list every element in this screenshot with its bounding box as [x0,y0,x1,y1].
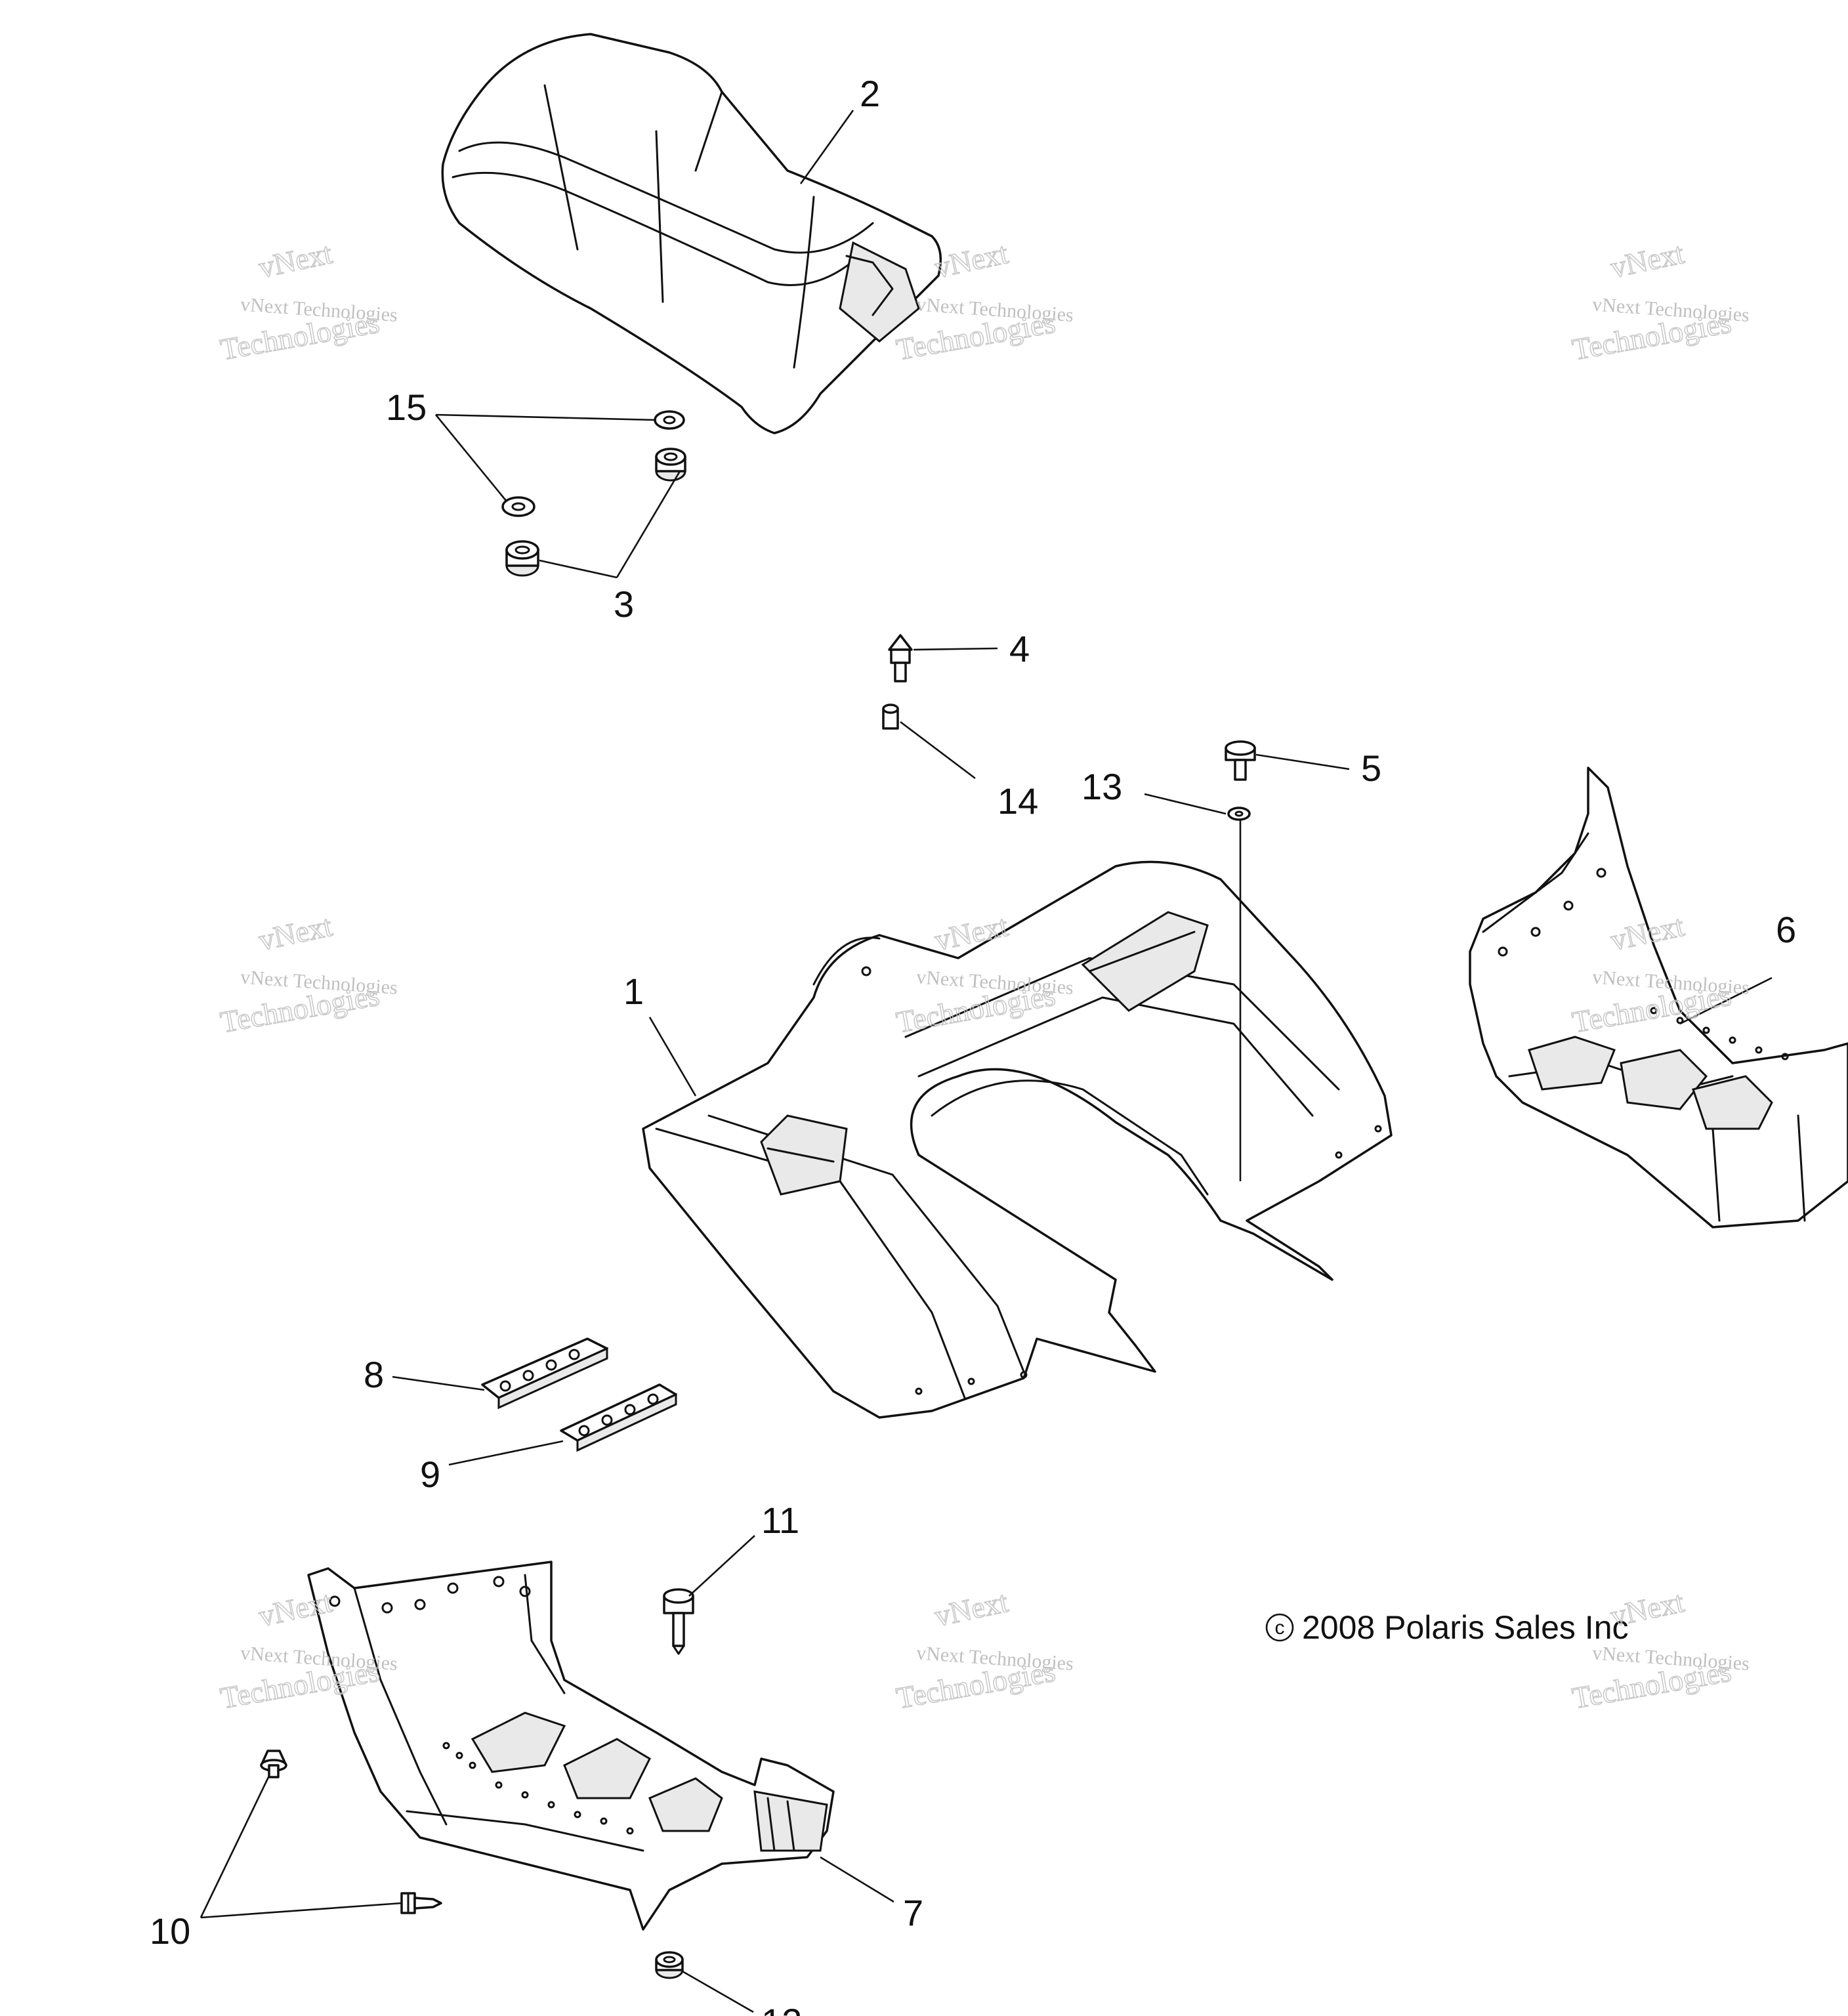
callout-5: 5 [1361,747,1381,789]
watermark-outline-top: vNext [256,909,335,957]
watermark-outline-top: vNext [932,236,1011,284]
part-1-rear-cab[interactable] [642,860,1393,1419]
callout-6: 6 [1776,909,1796,950]
leader-1 [648,1017,697,1097]
part-15-washer-a[interactable] [654,410,685,430]
leader-4 [913,647,998,651]
copyright-circle [1265,1613,1294,1642]
part-14-bushing[interactable] [882,704,899,730]
watermark-outline-top: vNext [932,1585,1011,1633]
part-5-bolt[interactable] [1225,740,1256,781]
part-8-pad[interactable] [481,1337,608,1410]
watermark-9: vNext vNext Technologies Technologies [1569,1584,1750,1715]
leader-14 [900,721,976,780]
leader-5 [1255,753,1350,770]
callout-9: 9 [420,1454,440,1495]
part-12-grommet[interactable] [655,1951,684,1979]
leader-2 [799,110,854,184]
callout-12: 12 [761,2001,802,2016]
callout-14: 14 [998,780,1038,822]
leader-12 [682,1970,754,2013]
callout-11: 11 [761,1500,799,1541]
leader-15a [435,413,657,421]
watermark-outline-top: vNext [1608,1585,1687,1633]
leader-3b [539,559,618,579]
callout-8: 8 [364,1354,384,1395]
watermark-outline-top: vNext [1608,236,1687,284]
part-9-pad[interactable] [560,1383,677,1452]
callout-10: 10 [150,1910,190,1952]
callout-13: 13 [1082,766,1122,807]
part-10-rivet-a[interactable] [260,1750,287,1778]
part-2-seat[interactable] [441,33,942,434]
part-11-bolt[interactable] [663,1588,694,1655]
part-15-washer-b[interactable] [501,496,536,517]
part-6-right-footwell[interactable] [1469,766,1848,1228]
part-3-grommet-b[interactable] [505,540,539,577]
watermark-1: vNext vNext Technologies Technologies [217,236,398,367]
callouts: 2 15 3 4 14 13 5 6 1 8 9 11 7 10 12 [150,73,1796,2016]
leader-3a [616,471,681,578]
leader-8 [392,1376,485,1391]
leader-11 [688,1535,755,1597]
watermark-3: vNext vNext Technologies Technologies [1569,236,1750,367]
copyright-symbol: c [1275,1617,1285,1639]
part-13-washer[interactable] [1227,807,1251,821]
leader-7 [820,1856,894,1903]
watermark-4: vNext vNext Technologies Technologies [217,908,398,1040]
part-10-rivet-b[interactable] [400,1892,442,1914]
leader-9 [448,1440,564,1466]
callout-1: 1 [623,971,644,1012]
leader-lines [200,110,1773,2013]
leader-13 [1144,793,1227,815]
part-3-grommet-a[interactable] [655,448,686,482]
leader-10a [200,1775,270,1918]
leader-10b [200,1902,402,1919]
callout-15: 15 [386,387,427,428]
leader-15b [434,414,508,502]
copyright-text: 2008 Polaris Sales Inc [1302,1609,1629,1646]
leader-6 [1679,976,1773,1025]
callout-2: 2 [860,73,880,114]
watermark-8: vNext vNext Technologies Technologies [893,1584,1074,1715]
callout-3: 3 [614,583,634,625]
callout-4: 4 [1009,628,1030,669]
part-4-pin[interactable] [888,634,913,682]
part-7-left-footwell[interactable] [307,1561,835,1931]
watermark-outline-top: vNext [256,236,335,284]
copyright-notice: c 2008 Polaris Sales Inc [1265,1609,1629,1646]
callout-7: 7 [903,1892,923,1933]
